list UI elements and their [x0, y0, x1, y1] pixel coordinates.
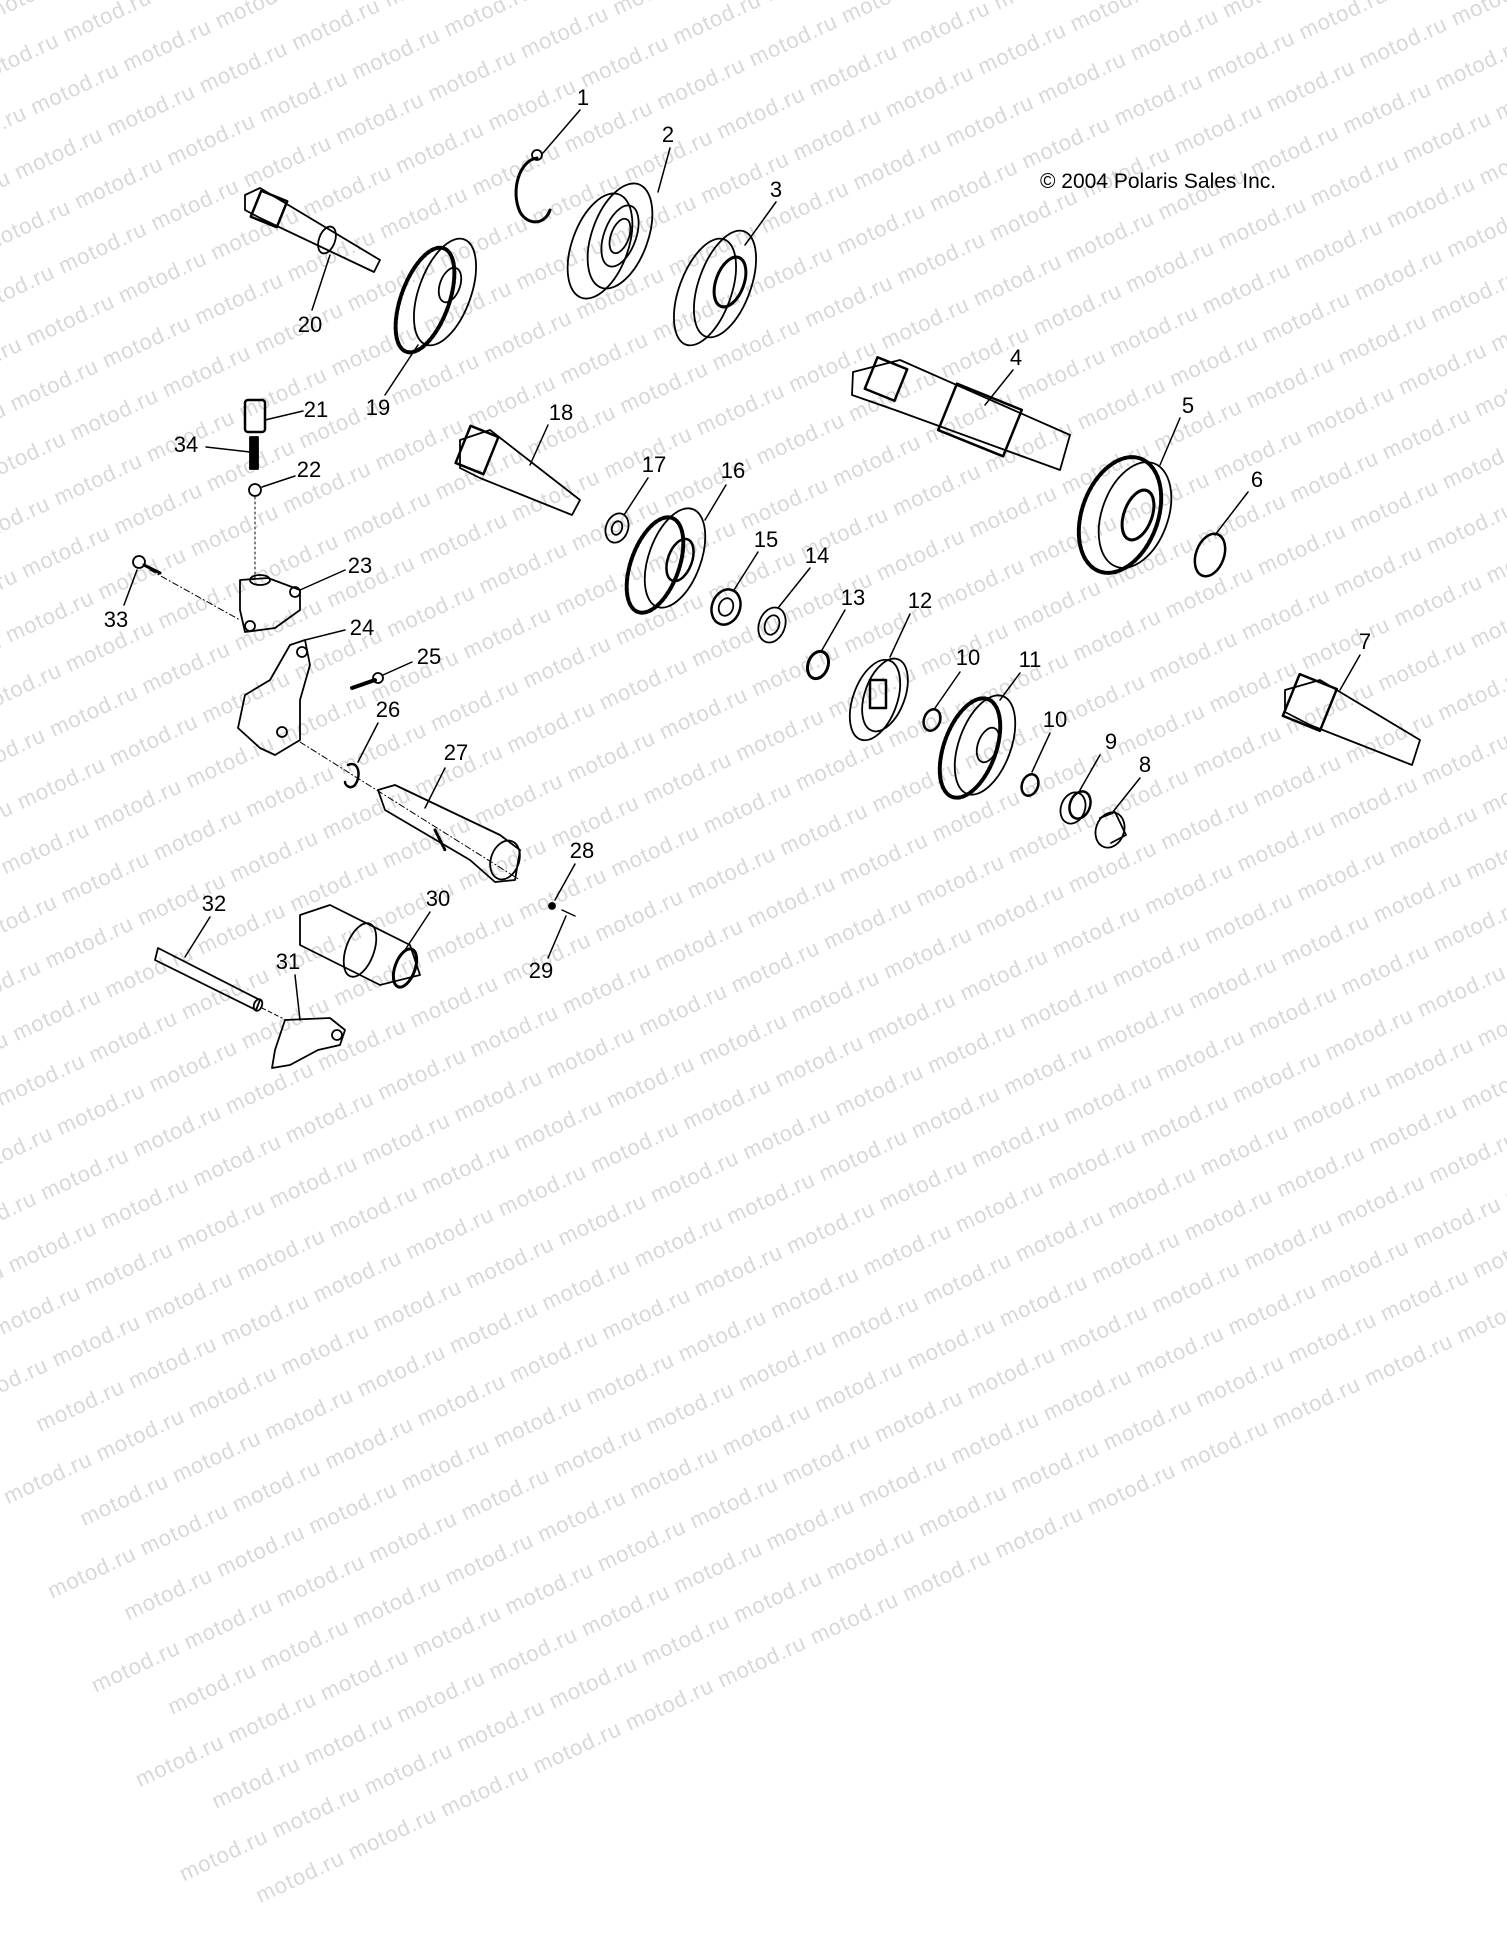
callout-label-16: 16: [720, 458, 746, 483]
callout-label-27: 27: [443, 740, 469, 765]
callout-label-31: 31: [275, 949, 301, 974]
part-6-ring[interactable]: [1189, 491, 1249, 580]
part-28-pin[interactable]: [548, 863, 576, 910]
callout-label-7: 7: [1358, 629, 1372, 654]
part-29-clip[interactable]: [547, 909, 576, 959]
part-27-shift-shaft[interactable]: [377, 767, 525, 884]
callout-label-6: 6: [1250, 467, 1264, 492]
part-8-bushing[interactable]: [1091, 777, 1141, 852]
part-33-bolt[interactable]: [123, 555, 162, 606]
callout-label-13: 13: [840, 585, 866, 610]
part-32-fork-rod[interactable]: [154, 916, 283, 1019]
callout-label-21: 21: [303, 397, 329, 422]
part-16-gear[interactable]: [615, 484, 727, 620]
callout-label-22: 22: [296, 457, 322, 482]
callout-label-4: 4: [1009, 345, 1023, 370]
callout-label-24: 24: [349, 615, 375, 640]
part-19-gear[interactable]: [384, 230, 489, 396]
part-3-hub[interactable]: [661, 201, 777, 354]
part-23-bracket[interactable]: [149, 569, 346, 633]
part-22-ball[interactable]: [248, 475, 296, 581]
part-4-shaft[interactable]: [851, 355, 1071, 471]
part-17-washer[interactable]: [602, 477, 649, 546]
callout-label-9: 9: [1104, 729, 1118, 754]
copyright-notice: © 2004 Polaris Sales Inc.: [1040, 170, 1277, 193]
callout-label-2: 2: [661, 122, 675, 147]
part-5-gear[interactable]: [1064, 417, 1185, 584]
callout-label-33: 33: [103, 607, 129, 632]
part-10-washer-a[interactable]: [921, 671, 961, 733]
part-21-plug-bolt[interactable]: [243, 398, 304, 434]
part-13-ring[interactable]: [804, 609, 846, 682]
part-10-washer-b[interactable]: [1019, 732, 1051, 798]
part-20-shaft[interactable]: [244, 187, 381, 311]
callout-label-10b: 10: [1042, 707, 1068, 732]
callout-label-1: 1: [576, 85, 590, 110]
part-26-e-clip[interactable]: [299, 722, 521, 881]
part-14-thrust-washer[interactable]: [754, 567, 811, 646]
part-25-screw[interactable]: [350, 661, 413, 690]
part-18-shaft[interactable]: [454, 424, 581, 516]
callout-label-29: 29: [528, 958, 554, 983]
part-34-spring[interactable]: [205, 436, 259, 470]
callout-label-11: 11: [1018, 647, 1042, 672]
callout-label-34: 34: [173, 432, 199, 457]
callout-label-23: 23: [347, 553, 373, 578]
exploded-parts-diagram: [123, 109, 1421, 1069]
part-1-snap-ring[interactable]: [514, 109, 581, 224]
part-24-shift-arm[interactable]: [237, 629, 346, 756]
callout-label-3: 3: [769, 177, 783, 202]
callout-label-12: 12: [907, 588, 933, 613]
callout-label-28: 28: [569, 838, 595, 863]
part-9-needle-bearing[interactable]: [1056, 754, 1101, 827]
callout-label-5: 5: [1181, 393, 1195, 418]
callout-label-18: 18: [548, 400, 574, 425]
part-12-shift-dog[interactable]: [840, 613, 917, 747]
callout-label-19: 19: [365, 395, 391, 420]
callout-label-14: 14: [804, 543, 830, 568]
callout-label-20: 20: [297, 312, 323, 337]
callout-label-32: 32: [201, 891, 227, 916]
callout-label-25: 25: [416, 644, 442, 669]
part-15-bearing[interactable]: [707, 551, 759, 629]
callout-label-26: 26: [375, 697, 401, 722]
callout-label-8: 8: [1138, 752, 1152, 777]
callout-label-30: 30: [425, 886, 451, 911]
part-7-pinion-shaft[interactable]: [1281, 654, 1421, 766]
callout-label-15: 15: [753, 527, 779, 552]
part-2-bearing[interactable]: [555, 147, 671, 307]
part-11-gear[interactable]: [928, 672, 1027, 806]
part-31-shift-fork[interactable]: [271, 974, 346, 1069]
part-30-shift-drum[interactable]: [299, 904, 431, 990]
callout-label-10a: 10: [955, 645, 981, 670]
callout-label-17: 17: [641, 452, 667, 477]
